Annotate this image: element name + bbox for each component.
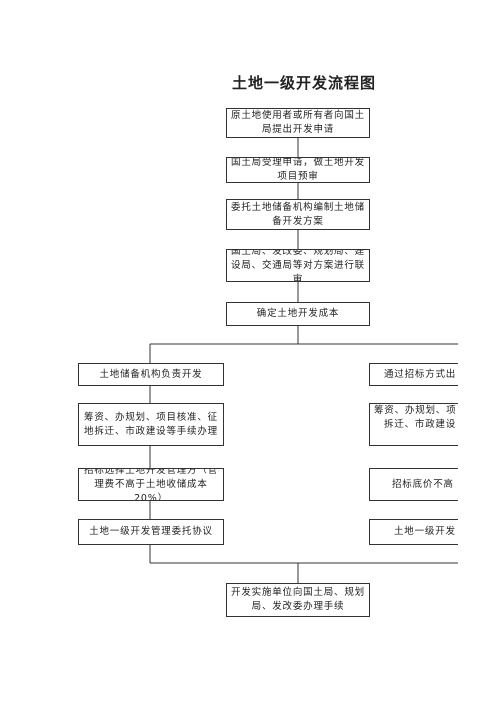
right-step-2-text-line2: 拆迁、市政建设 xyxy=(384,419,457,430)
left-step-2-box: 筹资、办规划、项目核准、征地拆迁、市政建设等手续办理 xyxy=(78,403,224,446)
right-step-2-box: 筹资、办规划、项 拆迁、市政建设 xyxy=(369,403,458,446)
diagram-title: 土地一级开发流程图 xyxy=(231,74,376,92)
right-step-3-text: 招标底价不高 xyxy=(392,478,454,490)
right-step-1-text: 通过招标方式出 xyxy=(384,368,457,380)
step-4-box: 国土局、发改委、规划局、建设局、交通局等对方案进行联审 xyxy=(226,249,370,282)
left-step-1-box: 土地储备机构负责开发 xyxy=(78,363,224,386)
right-step-3-box: 招标底价不高 xyxy=(369,468,458,501)
step-5-box: 确定土地开发成本 xyxy=(226,302,370,326)
right-step-1-box: 通过招标方式出 xyxy=(369,363,458,386)
final-step-text: 开发实施单位向国土局、规划局、发改委办理手续 xyxy=(231,587,365,612)
right-step-4-box: 土地一级开发 xyxy=(369,519,458,545)
right-step-4-text: 土地一级开发 xyxy=(394,526,456,537)
step-1-box: 原土地使用者或所有者向国土局提出开发申请 xyxy=(226,108,370,138)
left-step-2-text: 筹资、办规划、项目核准、征地拆迁、市政建设等手续办理 xyxy=(84,411,218,437)
step-3-box: 委托土地储备机构编制土地储备开发方案 xyxy=(226,199,370,230)
left-step-4-text: 土地一级开发管理委托协议 xyxy=(89,526,213,537)
step-3-text: 委托土地储备机构编制土地储备开发方案 xyxy=(231,201,365,227)
step-4-text: 国土局、发改委、规划局、建设局、交通局等对方案进行联审 xyxy=(231,249,365,282)
left-step-3-text: 招标选择土地开发管理方（管理费不高于土地收储成本20%） xyxy=(84,468,218,501)
left-step-3-box: 招标选择土地开发管理方（管理费不高于土地收储成本20%） xyxy=(78,468,224,501)
left-step-4-box: 土地一级开发管理委托协议 xyxy=(78,519,224,545)
step-1-text: 原土地使用者或所有者向国土局提出开发申请 xyxy=(231,110,365,135)
right-branch-clip: 通过招标方式出 筹资、办规划、项 拆迁、市政建设 招标底价不高 土地一级开发 xyxy=(369,363,458,545)
step-5-text: 确定土地开发成本 xyxy=(256,308,340,319)
left-step-1-text: 土地储备机构负责开发 xyxy=(99,368,203,380)
step-2-box: 国土局受理申请，做土地开发项目预审 xyxy=(226,157,370,183)
final-step-box: 开发实施单位向国土局、规划局、发改委办理手续 xyxy=(226,583,370,617)
step-2-text: 国土局受理申请，做土地开发项目预审 xyxy=(231,157,365,182)
right-step-2-text-line1: 筹资、办规划、项 xyxy=(374,405,457,416)
